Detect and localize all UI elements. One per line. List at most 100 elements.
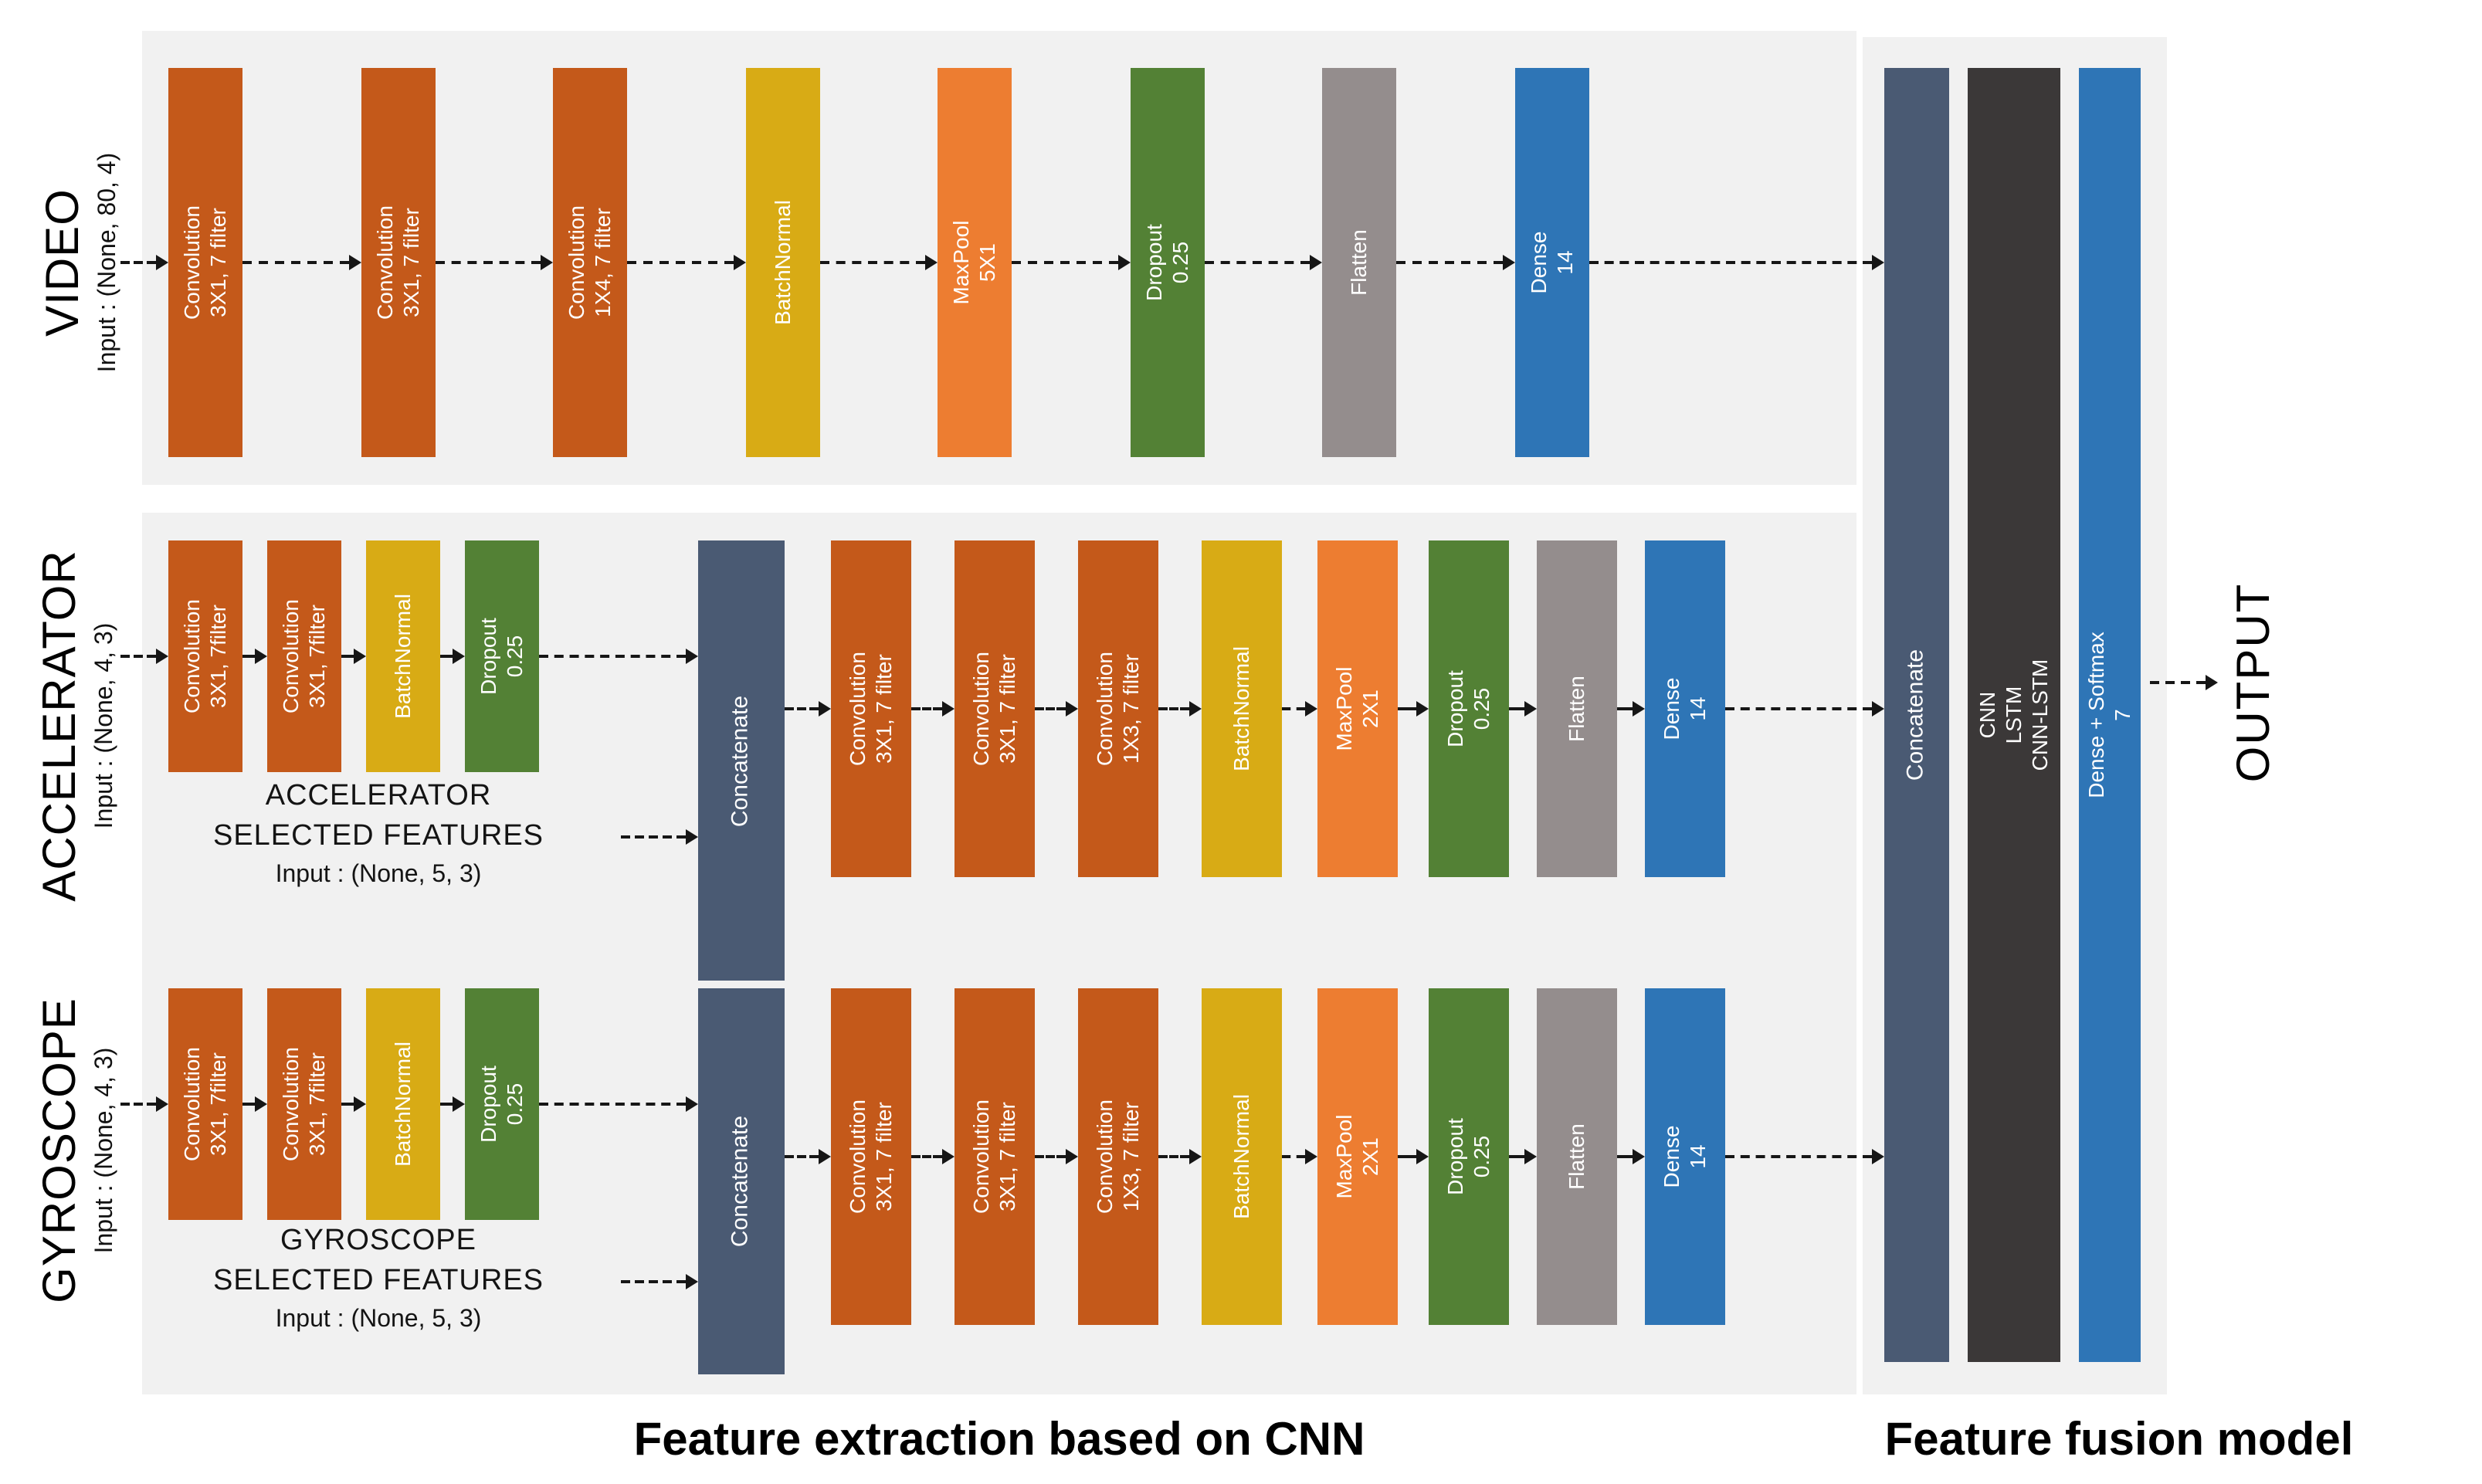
gyroscope-post-batchnormal: BatchNormal xyxy=(1202,988,1282,1325)
video-label: VIDEO xyxy=(38,188,89,337)
accelerator-pre-arrow-2 xyxy=(440,649,465,664)
gyroscope-post-dense-label: Dense 14 xyxy=(1658,1125,1710,1188)
gyroscope-selected-arrow xyxy=(621,1274,698,1289)
accelerator-post-dropout-label: Dropout 0.25 xyxy=(1442,670,1494,747)
video-dense: Dense 14 xyxy=(1515,68,1589,457)
video-stream-label: VIDEO Input : (None, 80, 4) xyxy=(38,153,123,373)
accelerator-post-dense: Dense 14 xyxy=(1645,540,1725,877)
accelerator-post-arrow-2 xyxy=(1158,701,1202,717)
gyroscope-post-arrow-6 xyxy=(1617,1149,1645,1164)
video-dense-label: Dense 14 xyxy=(1525,231,1577,294)
accelerator-stream-label: ACCELERATOR Input : (None, 4, 3) xyxy=(35,550,120,902)
gyroscope-post-arrow-0 xyxy=(911,1149,954,1164)
accelerator-pre-dropout: Dropout 0.25 xyxy=(465,540,539,772)
accelerator-selected-line1: ACCELERATOR xyxy=(265,780,492,812)
video-conv3-label: Convolution 1X4, 7 filter xyxy=(563,205,615,320)
gyroscope-concat-out-arrow xyxy=(785,1149,831,1164)
accelerator-selected-arrow xyxy=(621,829,698,845)
gyroscope-selected-shape: Input : (None, 5, 3) xyxy=(275,1306,482,1333)
fusion-models-label: CNN LSTM CNN-LSTM xyxy=(1974,659,2053,771)
accelerator-label: ACCELERATOR xyxy=(35,550,86,902)
gyroscope-concatenate-label: Concatenate xyxy=(727,1115,754,1248)
accelerator-pre-dropout-label: Dropout 0.25 xyxy=(475,618,527,695)
accelerator-post-dropout: Dropout 0.25 xyxy=(1429,540,1509,877)
gyroscope-post-flatten: Flatten xyxy=(1537,988,1617,1325)
gyroscope-post-dense: Dense 14 xyxy=(1645,988,1725,1325)
accelerator-post-conv2: Convolution 3X1, 7 filter xyxy=(954,540,1035,877)
accelerator-input-arrow xyxy=(120,649,168,664)
accelerator-post-arrow-1 xyxy=(1035,701,1078,717)
gyroscope-concatenate: Concatenate xyxy=(698,988,785,1374)
video-conv1: Convolution 3X1, 7 filter xyxy=(168,68,242,457)
accelerator-post-conv1-label: Convolution 3X1, 7 filter xyxy=(844,652,896,766)
gyroscope-post-flatten-label: Flatten xyxy=(1563,1123,1589,1190)
video-conv1-label: Convolution 3X1, 7 filter xyxy=(178,205,230,320)
video-flow-arrow-2 xyxy=(627,255,746,270)
accelerator-selected-line2: SELECTED FEATURES xyxy=(212,820,544,852)
accelerator-post-arrow-3 xyxy=(1282,701,1317,717)
accelerator-concatenate: Concatenate xyxy=(698,540,785,981)
gyroscope-selected-features: GYROSCOPE SELECTED FEATURES Input : (Non… xyxy=(147,1225,610,1334)
accelerator-post-conv1: Convolution 3X1, 7 filter xyxy=(831,540,911,877)
fusion-output-arrow xyxy=(2150,675,2218,690)
accelerator-pre-batchnormal: BatchNormal xyxy=(366,540,440,772)
gyroscope-post-maxpool-label: MaxPool 2X1 xyxy=(1331,1114,1382,1199)
accelerator-post-batchnormal-label: BatchNormal xyxy=(1228,646,1253,771)
extraction-caption: Feature extraction based on CNN xyxy=(633,1415,1365,1465)
accelerator-post-arrow-0 xyxy=(911,701,954,717)
gyroscope-pre-conv2: Convolution 3X1, 7filter xyxy=(267,988,341,1220)
accelerator-post-arrow-6 xyxy=(1617,701,1645,717)
video-flow-arrow-4 xyxy=(1012,255,1131,270)
accelerator-selected-shape: Input : (None, 5, 3) xyxy=(275,862,482,888)
video-to-fusion-arrow xyxy=(1589,255,1884,270)
gyroscope-post-arrow-3 xyxy=(1282,1149,1317,1164)
video-maxpool: MaxPool 5X1 xyxy=(938,68,1012,457)
gyroscope-post-conv3-label: Convolution 1X3, 7 filter xyxy=(1091,1099,1143,1214)
fusion-concatenate: Concatenate xyxy=(1884,68,1949,1362)
video-conv2-label: Convolution 3X1, 7 filter xyxy=(371,205,423,320)
gyroscope-label: GYROSCOPE xyxy=(35,998,86,1303)
accelerator-pre-conv1: Convolution 3X1, 7filter xyxy=(168,540,242,772)
accelerator-selected-features: ACCELERATOR SELECTED FEATURES Input : (N… xyxy=(147,780,610,889)
accelerator-concat-out-arrow xyxy=(785,701,831,717)
gyroscope-post-arrow-4 xyxy=(1398,1149,1429,1164)
gyroscope-pre-dropout-label: Dropout 0.25 xyxy=(475,1066,527,1143)
gyroscope-post-conv1-label: Convolution 3X1, 7 filter xyxy=(844,1099,896,1214)
gyroscope-selected-line1: GYROSCOPE xyxy=(280,1225,476,1257)
video-conv2: Convolution 3X1, 7 filter xyxy=(361,68,436,457)
accelerator-post-maxpool-label: MaxPool 2X1 xyxy=(1331,666,1382,751)
gyroscope-post-conv1: Convolution 3X1, 7 filter xyxy=(831,988,911,1325)
video-flow-arrow-0 xyxy=(242,255,361,270)
accelerator-pre-arrow-1 xyxy=(341,649,366,664)
video-flatten: Flatten xyxy=(1322,68,1396,457)
gyroscope-pre-dropout: Dropout 0.25 xyxy=(465,988,539,1220)
gyroscope-pre-conv2-label: Convolution 3X1, 7filter xyxy=(277,1047,329,1161)
fusion-concatenate-label: Concatenate xyxy=(1902,649,1929,781)
gyroscope-post-arrow-5 xyxy=(1509,1149,1537,1164)
accelerator-pre-batchnormal-label: BatchNormal xyxy=(389,594,415,719)
gyroscope-post-conv2-label: Convolution 3X1, 7 filter xyxy=(968,1099,1019,1214)
fusion-caption: Feature fusion model xyxy=(1884,1415,2354,1465)
video-flatten-label: Flatten xyxy=(1345,229,1371,296)
gyroscope-input-arrow xyxy=(120,1096,168,1112)
video-conv3: Convolution 1X4, 7 filter xyxy=(553,68,627,457)
accelerator-concatenate-label: Concatenate xyxy=(727,694,754,827)
gyroscope-post-conv3: Convolution 1X3, 7 filter xyxy=(1078,988,1158,1325)
video-flow-arrow-1 xyxy=(436,255,553,270)
accelerator-post-conv2-label: Convolution 3X1, 7 filter xyxy=(968,652,1019,766)
accelerator-to-fusion-arrow xyxy=(1725,701,1884,717)
video-batchnormal-label: BatchNormal xyxy=(769,200,795,325)
gyroscope-pre-conv1-label: Convolution 3X1, 7filter xyxy=(178,1047,230,1161)
video-dropout: Dropout 0.25 xyxy=(1131,68,1205,457)
accelerator-input-shape: Input : (None, 4, 3) xyxy=(92,622,118,829)
gyroscope-post-arrow-1 xyxy=(1035,1149,1078,1164)
video-dropout-label: Dropout 0.25 xyxy=(1141,224,1192,301)
accelerator-post-flatten: Flatten xyxy=(1537,540,1617,877)
gyroscope-pre-arrow-1 xyxy=(341,1096,366,1112)
accelerator-post-conv3-label: Convolution 1X3, 7 filter xyxy=(1091,652,1143,766)
video-maxpool-label: MaxPool 5X1 xyxy=(948,220,999,305)
accelerator-post-dense-label: Dense 14 xyxy=(1658,677,1710,740)
fusion-dense-softmax-label: Dense + Softmax 7 xyxy=(2083,632,2134,798)
accelerator-post-conv3: Convolution 1X3, 7 filter xyxy=(1078,540,1158,877)
